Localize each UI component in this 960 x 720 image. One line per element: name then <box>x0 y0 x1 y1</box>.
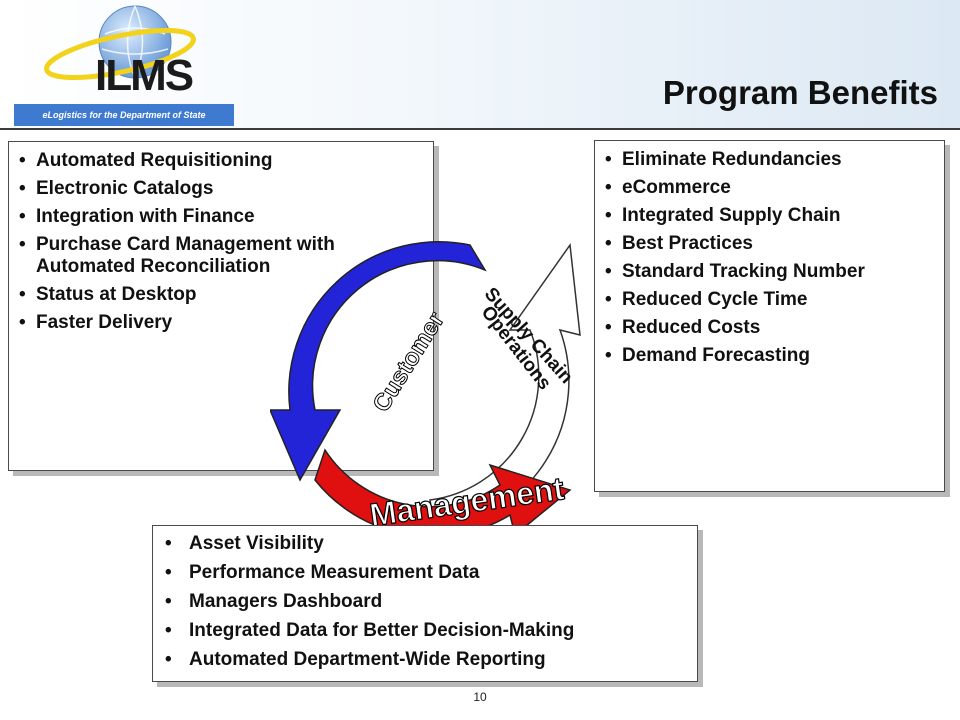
supply-chain-benefits-box: Eliminate Redundancies eCommerce Integra… <box>594 140 945 492</box>
list-item: Reduced Costs <box>595 317 944 339</box>
list-item: Faster Delivery <box>9 312 433 334</box>
tagline: eLogistics for the Department of State <box>14 104 234 126</box>
list-item: Demand Forecasting <box>595 345 944 367</box>
list-item: Electronic Catalogs <box>9 178 433 200</box>
list-item: Automated Department-Wide Reporting <box>153 649 697 671</box>
list-item: Automated Requisitioning <box>9 150 433 172</box>
logo-text: ILMS <box>95 51 193 100</box>
slide-header: ILMS eLogistics for the Department of St… <box>0 0 960 130</box>
customer-label: Customer <box>368 307 450 416</box>
list-item: Integrated Data for Better Decision-Maki… <box>153 620 697 642</box>
list-item: Integration with Finance <box>9 206 433 228</box>
list-item: Performance Measurement Data <box>153 562 697 584</box>
benefits-cycle-diagram: Customer Supply Chain Operations Managem… <box>270 240 581 538</box>
customer-arrow <box>270 240 487 482</box>
customer-benefits-list: Automated Requisitioning Electronic Cata… <box>9 142 433 334</box>
management-benefits-list: Asset Visibility Performance Measurement… <box>153 526 697 671</box>
management-benefits-box: Asset Visibility Performance Measurement… <box>152 525 698 682</box>
list-item: Reduced Cycle Time <box>595 289 944 311</box>
supply-chain-benefits-list: Eliminate Redundancies eCommerce Integra… <box>595 141 944 367</box>
list-item: Standard Tracking Number <box>595 261 944 283</box>
list-item: Integrated Supply Chain <box>595 205 944 227</box>
page-number: 10 <box>473 690 487 704</box>
customer-benefits-box: Automated Requisitioning Electronic Cata… <box>8 141 434 471</box>
list-item: Purchase Card Management with Automated … <box>9 234 433 278</box>
management-arrow <box>314 448 572 538</box>
list-item: eCommerce <box>595 177 944 199</box>
page-title: Program Benefits <box>662 74 938 111</box>
list-item: Best Practices <box>595 233 944 255</box>
list-item: Asset Visibility <box>153 533 697 555</box>
list-item: Status at Desktop <box>9 284 433 306</box>
list-item: Managers Dashboard <box>153 591 697 613</box>
ilms-logo-icon: ILMS <box>44 5 196 100</box>
list-item: Eliminate Redundancies <box>595 149 944 171</box>
